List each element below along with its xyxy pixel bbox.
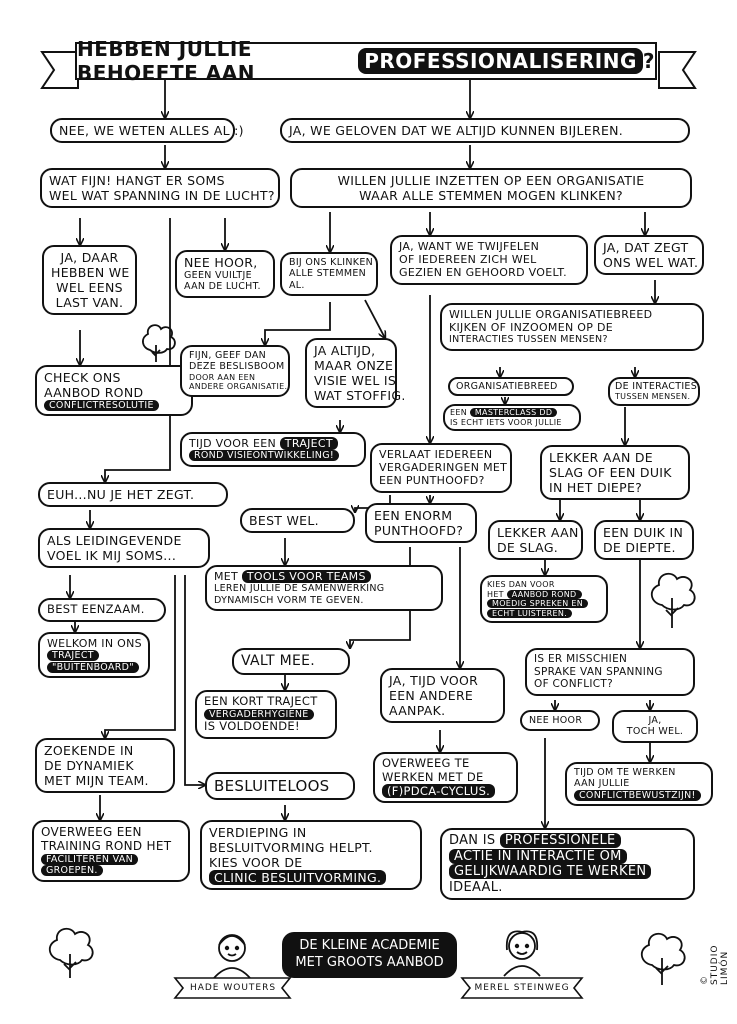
answer-doubt-seen-heard: JA, WANT WE TWIJFELEN OF IEDEREEN ZICH W… xyxy=(390,235,588,285)
answer-searching-dynamic: ZOEKENDE IN DE DYNAMIEK MET MIJN TEAM. xyxy=(35,738,175,793)
result-meeting-hygiene: EEN KORT TRAJECT VERGADERHYGIËNE IS VOLD… xyxy=(195,690,337,739)
answer-no-not-really: NEE HOOR xyxy=(520,710,600,732)
result-facilitating-groups: OVERWEEG EEN TRAINING ROND HET FACILITER… xyxy=(32,820,190,882)
title-suffix: ? xyxy=(642,49,655,73)
result-masterclass: EEN MASTERCLASS DD IS ECHT IETS VOOR JUL… xyxy=(443,404,581,432)
result-buitenboard: WELKOM IN ONS TRAJECT "BUITENBOARD" xyxy=(38,632,150,678)
question-as-leader: ALS LEIDINGEVENDE VOEL IK MIJ SOMS... xyxy=(38,528,210,568)
answer-org-wide: ORGANISATIEBREED xyxy=(448,377,574,397)
person-hade-wouters: HADE WOUTERS xyxy=(189,983,277,993)
portrait-merel-icon xyxy=(503,930,541,977)
answer-yes-always-learn: JA, WE GELOVEN DAT WE ALTIJD KUNNEN BIJL… xyxy=(280,118,690,143)
result-vision-trajectory: TIJD VOOR EEN TRAJECT ROND VISIEONTWIKKE… xyxy=(180,432,366,467)
result-conflict-resolution: CHECK ONS AANBOD ROND CONFLICTRESOLUTIE xyxy=(35,365,193,417)
answer-no-know-all: NEE, WE WETEN ALLES AL :) xyxy=(50,118,244,143)
studio-credit: © STUDIO LIMÓN xyxy=(700,944,730,985)
answer-yes-indeed: JA, TOCH WEL. xyxy=(612,710,698,743)
answer-interactions: DE INTERACTIES TUSSEN MENSEN. xyxy=(608,377,700,406)
result-pass-on-tree: FIJN, GEEF DAN DEZE BESLISBOOM DOOR AAN … xyxy=(180,345,290,397)
answer-huge-sharp-head: EEN ENORM PUNTHOOFD? xyxy=(365,503,477,543)
question-tension: WAT FIJN! HANGT ER SOMS WEL WAT SPANNING… xyxy=(40,168,280,208)
result-courageous-speaking: KIES DAN VOOR HET AANBOD ROND MOEDIG SPR… xyxy=(480,575,608,624)
question-all-voices: WILLEN JULLIE INZETTEN OP EEN ORGANISATI… xyxy=(290,168,692,208)
answer-now-you-say-it: EUH...NU JE HET ZEGT. xyxy=(38,482,228,507)
question-work-or-dive: LEKKER AAN DE SLAG OF EEN DUIK IN HET DI… xyxy=(540,445,690,500)
result-conflict-awareness: TIJD OM TE WERKEN AAN JULLIE CONFLICTBEW… xyxy=(565,762,713,807)
answer-not-so-bad: VALT MEE. xyxy=(232,648,350,675)
answer-deep-dive: EEN DUIK IN DE DIEPTE. xyxy=(594,520,694,560)
answer-yes-trouble: JA, DAAR HEBBEN WE WEL EENS LAST VAN. xyxy=(42,245,137,315)
result-professional-action: DAN IS PROFESSIONELE ACTIE IN INTERACTIE… xyxy=(440,828,695,901)
question-org-or-interactions: WILLEN JULLIE ORGANISATIEBREED KIJKEN OF… xyxy=(440,303,704,351)
portrait-hade-icon xyxy=(213,934,251,979)
person-merel-steinweg: MEREL STEINWEG xyxy=(474,983,570,993)
answer-quite: BEST WEL. xyxy=(240,508,355,533)
answer-all-voices-sound: BIJ ONS KLINKEN ALLE STEMMEN AL. xyxy=(280,252,378,297)
tree-icon xyxy=(48,324,696,985)
title-banner: HEBBEN JULLIE BEHOEFTE AAN PROFESSIONALI… xyxy=(75,37,657,85)
result-clinic-decisions: VERDIEPING IN BESLUITVORMING HELPT. KIES… xyxy=(200,820,422,890)
result-tools-for-teams: MET TOOLS VOOR TEAMS LEREN JULLIE DE SAM… xyxy=(205,565,443,611)
question-tension-conflict: IS ER MISSCHIEN SPRAKE VAN SPANNING OF C… xyxy=(525,648,695,696)
title-prefix: HEBBEN JULLIE BEHOEFTE AAN xyxy=(77,37,255,85)
result-fpdca-cycle: OVERWEEG TE WERKEN MET DE (F)PDCA-CYCLUS… xyxy=(373,752,518,804)
answer-rings-bell: JA, DAT ZEGT ONS WEL WAT. xyxy=(594,235,704,275)
answer-lonely: BEST EENZAAM. xyxy=(38,598,166,622)
title-highlight: PROFESSIONALISERING xyxy=(358,48,643,74)
question-sharp-head: VERLAAT IEDEREEN VERGADERINGEN MET EEN P… xyxy=(370,443,512,493)
answer-vision-dusty: JA ALTIJD, MAAR ONZE VISIE WEL IS WAT ST… xyxy=(305,338,405,408)
answer-get-to-work: LEKKER AAN DE SLAG. xyxy=(488,520,583,560)
answer-new-approach: JA, TIJD VOOR EEN ANDERE AANPAK. xyxy=(380,668,505,723)
academy-badge: DE KLEINE ACADEMIE MET GROOTS AANBOD xyxy=(282,932,457,978)
answer-indecisive: BESLUITELOOS xyxy=(205,772,355,800)
answer-no-clear-sky: NEE HOOR, GEEN VUILTJE AAN DE LUCHT. xyxy=(175,250,275,298)
